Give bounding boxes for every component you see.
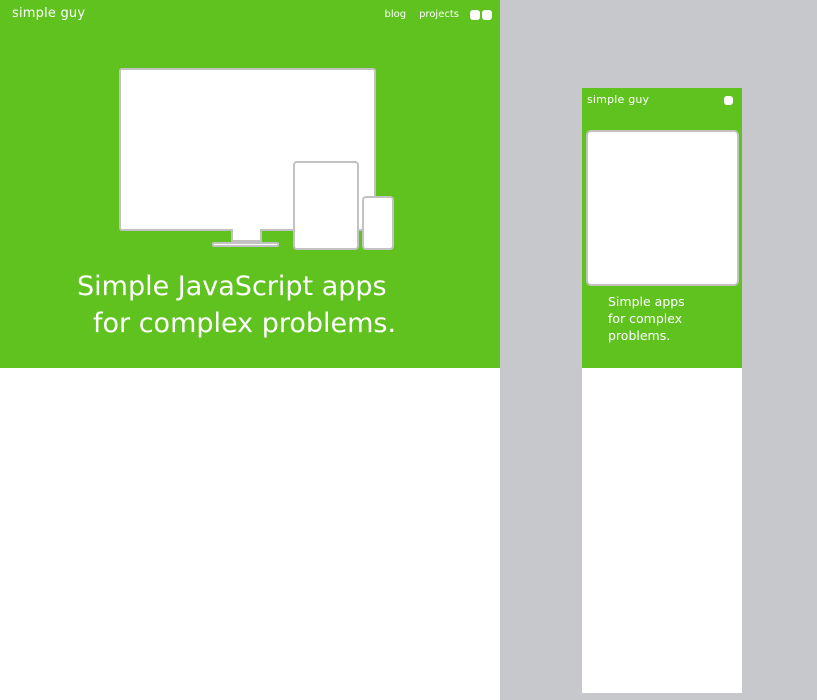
monitor-icon <box>119 68 376 231</box>
dual-square-menu-icon[interactable] <box>470 9 492 20</box>
phone-icon <box>362 196 394 250</box>
mobile-hero: simple guy Simple apps for complex probl… <box>582 88 742 368</box>
monitor-stand-icon <box>231 229 262 242</box>
mobile-headline-line-2: for complex <box>608 311 683 326</box>
square-icon <box>470 9 480 20</box>
nav-link-blog[interactable]: blog <box>384 9 407 20</box>
desktop-hero: simple guy blog projects Simple JavaScri… <box>0 0 500 368</box>
mobile-preview: simple guy Simple apps for complex probl… <box>582 88 742 693</box>
nav-link-projects[interactable]: projects <box>419 9 459 20</box>
main-nav: blog projects <box>384 9 492 20</box>
mobile-headline-line-3: problems. <box>608 328 671 343</box>
desktop-preview: simple guy blog projects Simple JavaScri… <box>0 0 500 700</box>
hero-headline-line-2: for complex problems. <box>93 308 397 339</box>
monitor-base-icon <box>212 242 279 247</box>
hero-headline-line-1: Simple JavaScript apps <box>77 271 387 302</box>
mobile-screen-icon <box>586 130 739 286</box>
square-menu-icon[interactable] <box>724 96 733 105</box>
mobile-site-logo[interactable]: simple guy <box>587 93 650 106</box>
site-logo[interactable]: simple guy <box>12 6 86 21</box>
square-icon <box>482 9 492 20</box>
mobile-hero-headline: Simple apps for complex problems. <box>608 293 685 344</box>
tablet-icon <box>293 161 359 250</box>
mobile-headline-line-1: Simple apps <box>608 294 685 309</box>
